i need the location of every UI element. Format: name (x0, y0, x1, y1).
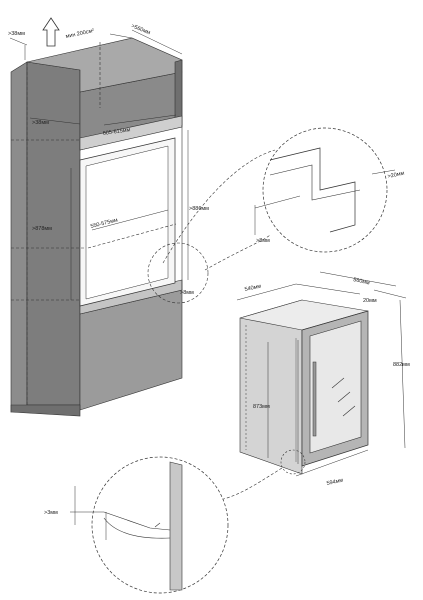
cabinet-dimensions (9, 29, 189, 300)
base-plate (10, 404, 81, 417)
front-gap-label: >38мм (32, 120, 49, 126)
unit-width-label: 594мм (326, 478, 344, 487)
cabinet-drawing (10, 37, 183, 417)
niche-height-right-label: >886мм (189, 206, 209, 212)
cabinet-left-face (10, 61, 28, 413)
up-arrow-icon (42, 17, 60, 47)
detail-right-gap-label: >20мм (387, 171, 405, 180)
appliance-glass (309, 320, 362, 454)
door-thickness-label: 20мм (363, 298, 377, 304)
detail-circle-top (254, 127, 396, 253)
side-gap-label: >8мм (180, 290, 194, 296)
top-gap-label: >38мм (8, 31, 25, 37)
door-inner-height-label: 873мм (253, 404, 270, 410)
hidden-lines (11, 42, 177, 405)
niche-height-left-label: >878мм (32, 226, 52, 232)
detail-bottom-gap-label: >8мм (256, 238, 270, 244)
floor-gap-label: >3мм (44, 510, 58, 516)
detail-circle-bottom (70, 456, 229, 594)
unit-height-label: 882мм (393, 362, 410, 368)
appliance-drawing (239, 299, 369, 475)
unit-depth-total-label: 560мм (353, 277, 371, 286)
shelf-width-label: 605-615мм (102, 127, 131, 137)
niche-inner (85, 145, 169, 300)
detail-marker-top (147, 242, 209, 304)
appliance-dimensions (236, 271, 407, 477)
unit-depth-top-label: 540мм (244, 284, 262, 293)
cabinet-front-post (26, 61, 81, 406)
detail-marker-bottom (280, 449, 306, 475)
vent-area-label: мин 200см² (65, 28, 95, 40)
appliance-handle (312, 361, 317, 437)
